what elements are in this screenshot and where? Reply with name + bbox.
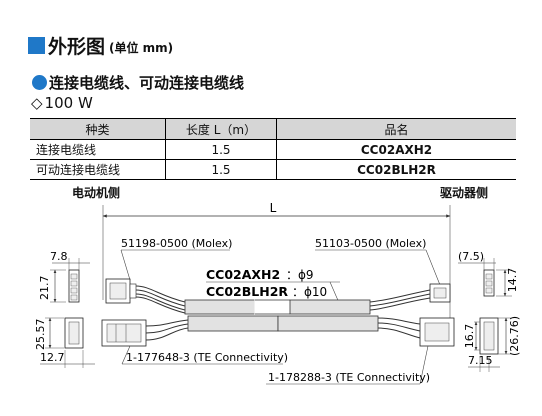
spec-table: 种类 长度 L（m） 品名 连接电缆线 1.5 CC02AXH2 可动连接电缆线… (30, 118, 516, 180)
upper-cable (105, 278, 451, 315)
driver-connector-side-view (483, 269, 495, 297)
row-product-name: CC02BLH2R (276, 159, 516, 180)
dim-21-7: 21.7 (38, 276, 51, 301)
cable2-diameter: ：ϕ10 (292, 285, 327, 299)
dim-14-7: 14.7 (506, 268, 519, 293)
cable2-name: CC02BLH2R (206, 284, 288, 299)
row-type: 可动连接电缆线 (30, 159, 166, 180)
power-rating: ◇ 100 W (31, 94, 93, 112)
motor-connector-front-view (64, 317, 84, 349)
motor-top-connector-label: 51198-0500 (Molex) (121, 237, 232, 250)
header-length: 长度 L（m） (165, 118, 277, 140)
driver-bottom-connector-label: 1-178288-3 (TE Connectivity) (268, 371, 430, 384)
dim-16-7: 16.7 (463, 324, 476, 349)
diamond-icon: ◇ (31, 94, 43, 112)
cable1-name: CC02AXH2 (206, 267, 280, 282)
motor-connector-side-view (68, 269, 80, 303)
dim-12-7: 12.7 (40, 351, 65, 364)
driver-side-label: 驱动器侧 (440, 186, 489, 200)
leader-line (419, 345, 429, 385)
dim-7-8: 7.8 (50, 250, 68, 263)
row-length: 1.5 (165, 159, 277, 180)
header-product-name: 品名 (276, 118, 516, 140)
page-title: 外形图 (48, 36, 106, 58)
row-product-name: CC02AXH2 (276, 139, 516, 160)
leader-line (120, 249, 131, 281)
table-row: 可动连接电缆线 1.5 CC02BLH2R (30, 159, 516, 180)
dim-7-5: (7.5) (458, 250, 484, 263)
title-bar: 外形图 (单位 mm) (28, 32, 173, 59)
section-title-text: 连接电缆线、可动连接电缆线 (49, 74, 245, 92)
row-length: 1.5 (165, 139, 277, 160)
row-type: 连接电缆线 (30, 139, 166, 160)
cable1-diameter: ：ϕ9 (286, 268, 314, 282)
leader-line (121, 345, 131, 365)
section-title: 连接电缆线、可动连接电缆线 (32, 72, 244, 93)
header-type: 种类 (30, 118, 166, 140)
driver-top-connector-label: 51103-0500 (Molex) (315, 237, 426, 250)
dim-26-76: (26.76) (508, 316, 521, 356)
table-row: 连接电缆线 1.5 CC02AXH2 (30, 139, 516, 160)
unit-label: (单位 mm) (109, 41, 174, 55)
lower-cable (101, 315, 455, 347)
dim-7-15: 7.15 (468, 354, 493, 367)
title-square-icon (28, 37, 45, 54)
leader-line (425, 249, 441, 286)
dim-25-57: 25.57 (34, 319, 47, 351)
motor-side-label: 电动机侧 (72, 186, 121, 200)
length-label: L (270, 201, 277, 215)
driver-connector-front-view (479, 317, 499, 355)
motor-bottom-connector-label: 1-177648-3 (TE Connectivity) (126, 351, 288, 364)
power-value: 100 W (44, 94, 93, 112)
table-header-row: 种类 长度 L（m） 品名 (30, 118, 516, 140)
bullet-dot-icon (32, 75, 47, 90)
